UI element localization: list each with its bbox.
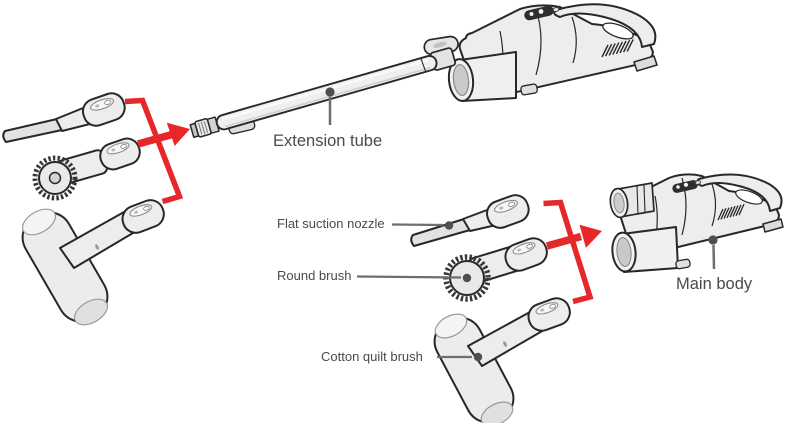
red-bracket-bottom [543,199,594,305]
round-brush-label: Round brush [277,268,352,283]
flat-suction-nozzle-dot [444,221,454,230]
flat-suction-nozzle-leader [391,223,444,227]
inlet-cylinder [611,226,679,273]
flat-suction-nozzle-icon-bottom [410,194,530,247]
main-body-icon-top [447,3,658,102]
extension-tube-icon [189,35,459,138]
round-brush-dot [462,273,472,283]
inlet-collar [609,182,655,219]
red-arrow-top [136,122,190,148]
power-buttons [524,5,560,21]
round-brush-leader [356,275,462,279]
round-brush-icon-bottom [443,237,548,302]
cotton-quilt-brush-label: Cotton quilt brush [321,349,423,364]
main-body-icon-bottom [609,173,784,273]
cotton-quilt-brush-dot [473,352,483,362]
vent-grille [717,203,745,221]
main-body-dot [708,235,718,245]
red-bracket-top [124,97,184,205]
cotton-quilt-brush-icon [21,199,165,326]
extension-tube-label: Extension tube [273,132,383,150]
vent-grille [601,39,634,58]
main-body-leader [712,244,716,270]
leader-lines [325,87,718,362]
flat-suction-nozzle-label: Flat suction nozzle [277,216,385,231]
round-brush-icon [32,137,141,201]
red-arrow-bottom [545,224,602,250]
flat-suction-nozzle-icon [2,92,126,143]
main-body-label: Main body [676,275,753,293]
cotton-quilt-brush-icon-bottom [433,297,571,423]
extension-tube-dot [325,87,335,97]
power-buttons [672,180,702,193]
